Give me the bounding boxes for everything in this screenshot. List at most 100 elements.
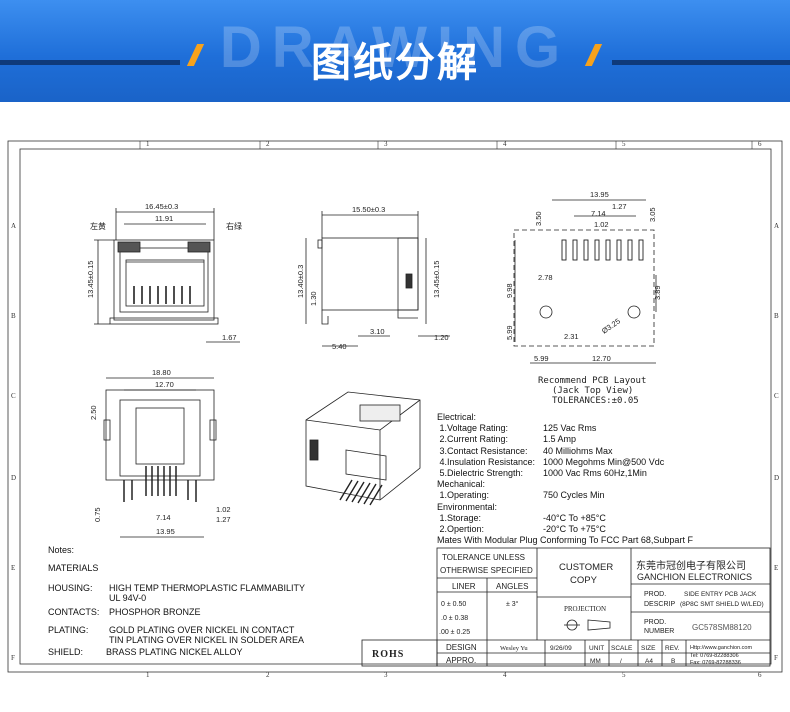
front-dim-foot: 1.67 <box>222 333 237 342</box>
pcb-dim-1395: 13.95 <box>590 190 609 199</box>
tb-design: DESIGN <box>446 643 477 652</box>
spec-electrical-value: 1000 Megohms Min@500 Vdc <box>543 456 665 467</box>
notes-item-value-2: UL 94V-0 <box>109 593 147 603</box>
tb-approv: APPRO. <box>446 656 476 665</box>
bottom-dim-1270: 12.70 <box>155 380 174 389</box>
front-view <box>94 208 240 343</box>
bottom-dim-1395: 13.95 <box>156 527 175 536</box>
pcb-dim-599-h: 5.99 <box>534 354 549 363</box>
notes-item-label: CONTACTS: <box>48 607 100 617</box>
tb-size-val: A4 <box>645 658 653 665</box>
side-dim-310: 3.10 <box>370 327 385 336</box>
tb-rohs: ROHS <box>372 649 404 660</box>
tb-copy: COPY <box>570 575 598 586</box>
pcb-dim-599-v: 5.99 <box>505 325 514 340</box>
tb-prod-descrip-label-1: PROD. <box>644 591 666 598</box>
tb-size: SIZE <box>641 645 656 652</box>
frame-column-label: 2 <box>266 140 270 148</box>
tb-prod-number-label-1: PROD. <box>644 619 666 626</box>
tb-tol-row-3: .00 ± 0.25 <box>439 629 470 636</box>
tb-linear: LINER <box>452 582 476 591</box>
pcb-dim-1270: 12.70 <box>592 354 611 363</box>
pcb-caption: Recommend PCB Layout <box>538 376 646 386</box>
bottom-dim-250: 2.50 <box>89 405 98 420</box>
tb-unit-val: MM <box>590 658 601 665</box>
pcb-dim-714: 7.14 <box>591 209 606 218</box>
side-dim-120: 1.20 <box>434 333 449 342</box>
spec-environmental-value: -40°C To +85°C <box>543 512 606 523</box>
notes-item-label: PLATING: <box>48 625 89 635</box>
frame-row-label: B <box>11 312 16 320</box>
tb-tol-row-1: 0 ± 0.50 <box>441 601 466 608</box>
bottom-dim-075: 0.75 <box>93 507 102 522</box>
notes-item-value-2: TIN PLATING OVER NICKEL IN SOLDER AREA <box>109 635 305 645</box>
spec-electrical-row: 4.Insulation Resistance:1000 Megohms Min… <box>437 457 693 468</box>
spec-electrical-label: 5.Dielectric Strength: <box>437 468 524 479</box>
tb-tol-row-2: .0 ± 0.38 <box>441 615 468 622</box>
tb-angle-tol: ± 3° <box>506 600 519 608</box>
frame-row-label: F <box>774 654 778 662</box>
tb-angles: ANGLES <box>496 582 528 591</box>
spec-env-rows: 1.Storage:-40°C To +85°C 2.Opertion:-20°… <box>437 513 693 535</box>
front-dim-inner: 11.91 <box>155 214 173 223</box>
spec-mech-rows: 1.Operating: 750 Cycles Min <box>437 490 693 501</box>
tb-customer: CUSTOMER <box>559 562 613 573</box>
tb-prod-descrip-label-2: DESCRIP <box>644 601 675 608</box>
spec-mechanical-label: 1.Operating: <box>437 490 490 501</box>
spec-electrical-value: 1.5 Amp <box>543 434 577 445</box>
isometric-view <box>305 391 421 506</box>
pcb-dim-998: 9.98 <box>505 283 514 298</box>
front-dim-height: 13.45±0.15 <box>86 261 95 298</box>
spec-electrical-value: 125 Vac Rms <box>543 423 597 434</box>
frame-column-label: 4 <box>503 671 507 679</box>
pcb-dim-102: 1.02 <box>594 220 609 229</box>
pcb-dim-350: 3.50 <box>534 211 543 226</box>
spec-mechanical-title: Mechanical: <box>437 479 486 490</box>
notes-materials: MATERIALS <box>48 563 99 573</box>
tb-unit: UNIT <box>589 645 604 652</box>
spec-mechanical-row: 1.Operating: 750 Cycles Min <box>437 490 693 501</box>
tb-scale: SCALE <box>611 645 633 652</box>
frame-column-label: 3 <box>384 140 388 148</box>
pcb-dim-305: 3.05 <box>648 207 657 222</box>
frame-row-label: B <box>774 312 779 320</box>
notes-item-label: HOUSING: <box>48 583 93 593</box>
frame-column-label: 6 <box>758 671 762 679</box>
front-label-left: 左黄 <box>90 221 106 231</box>
spec-electrical-row: 1.Voltage Rating: 125 Vac Rms <box>437 423 693 434</box>
pcb-dim-325: Ø3.25 <box>600 317 622 336</box>
spec-mates: Mates With Modular Plug Conforming To FC… <box>437 535 693 546</box>
frame-row-label: C <box>774 392 779 400</box>
spec-electrical-value: 1000 Vac Rms 60Hz,1Min <box>543 468 647 479</box>
bottom-dim-102: 1.02 <box>216 505 231 514</box>
frame-column-label: 6 <box>758 140 762 148</box>
notes-item-value: PHOSPHOR BRONZE <box>109 607 201 617</box>
tb-tolerance-1: TOLERANCE UNLESS <box>442 553 525 562</box>
tb-fax: Fax: 0769-82288336 <box>690 660 741 666</box>
tb-scale-val: / <box>620 658 622 665</box>
tb-designer: Wesley Yu <box>500 645 528 652</box>
spec-environmental-title: Environmental: <box>437 501 498 512</box>
notes-item-value: GOLD PLATING OVER NICKEL IN CONTACT <box>109 625 295 635</box>
frame-column-label: 2 <box>266 671 270 679</box>
spec-electrical-label: 1.Voltage Rating: <box>437 423 509 434</box>
frame-column-label: 1 <box>146 140 150 148</box>
spec-mechanical-value: 750 Cycles Min <box>543 490 605 501</box>
banner-divider-left <box>0 60 180 65</box>
notes-title: Notes: <box>48 545 75 555</box>
tb-rev-val: B <box>671 658 675 665</box>
tb-date: 9/26/09 <box>550 645 572 652</box>
spec-electrical-label: 3.Contact Resistance: <box>437 445 528 456</box>
spec-electrical-value: 40 Milliohms Max <box>543 445 613 456</box>
notes-item-value: BRASS PLATING NICKEL ALLOY <box>106 647 243 657</box>
frame-row-label: E <box>11 564 15 572</box>
side-view <box>305 211 450 347</box>
spec-environmental-label: 1.Storage: <box>437 512 482 523</box>
side-dim-depth: 15.50±0.3 <box>352 205 385 214</box>
notes-item-value: HIGH TEMP THERMOPLASTIC FLAMMABILITY <box>109 583 306 593</box>
frame-row-label: A <box>774 222 779 230</box>
tb-company-en: GANCHION ELECTRONICS <box>637 572 752 582</box>
front-dim-width: 16.45±0.3 <box>145 202 178 211</box>
frame-row-label: D <box>11 474 16 482</box>
bottom-dim-1880: 18.80 <box>152 368 171 377</box>
